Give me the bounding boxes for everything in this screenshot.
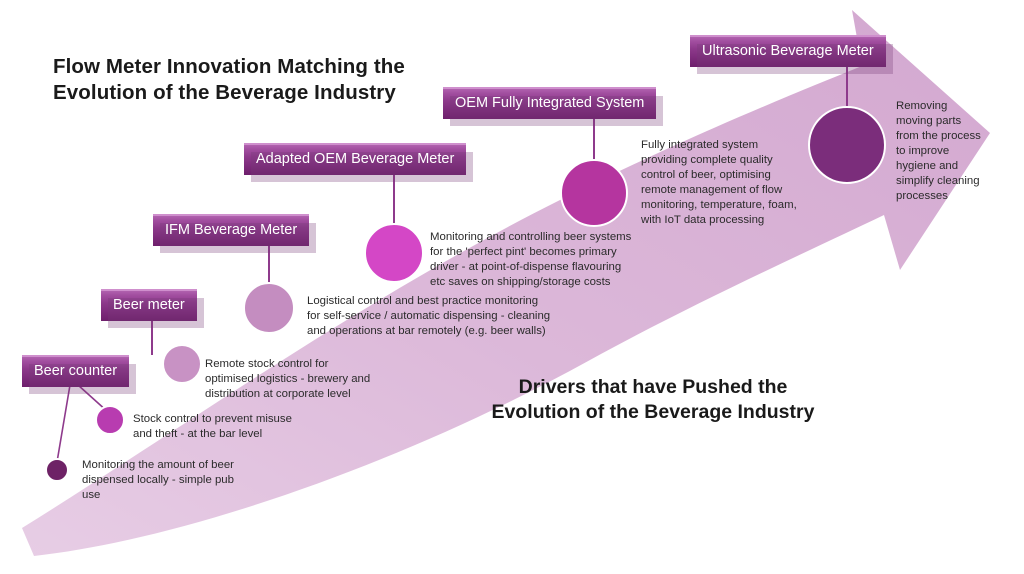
connector-stem-oem-fully-integrated — [593, 116, 595, 164]
arrow-band-shape — [22, 10, 990, 556]
stage-description-stock-control: Stock control to prevent misuse and thef… — [133, 413, 292, 440]
drivers-subtitle: Drivers that have Pushed the Evolution o… — [491, 376, 815, 423]
milestone-node-oem-fully-integrated-system[interactable] — [560, 159, 628, 227]
connector-stem-adapted-oem — [393, 172, 395, 228]
stage-description-adapted-oem-beverage-meter: Monitoring and controlling beer systems … — [430, 231, 632, 288]
stage-label-beer-counter[interactable]: Beer counter — [22, 355, 137, 393]
stage-label-ultrasonic-beverage-meter[interactable]: Ultrasonic Beverage Meter — [690, 35, 893, 73]
stage-label-beer-meter[interactable]: Beer meter — [101, 289, 204, 327]
stage-description-ultrasonic-beverage-meter: Removing moving parts from the process t… — [896, 100, 981, 202]
connector-stem-beer-meter — [151, 318, 153, 355]
stage-label-oem-fully-integrated-system[interactable]: OEM Fully Integrated System — [443, 87, 664, 125]
connector-stem-ultrasonic — [846, 64, 848, 109]
page-title: Flow Meter Innovation Matching the Evolu… — [53, 55, 405, 105]
connector-to-counter-node — [56, 384, 71, 463]
milestone-node-ultrasonic-beverage-meter[interactable] — [808, 106, 886, 184]
stage-label-adapted-oem-beverage-meter[interactable]: Adapted OEM Beverage Meter — [244, 143, 474, 181]
milestone-node-beer-meter[interactable] — [162, 344, 202, 384]
milestone-node-ifm-beverage-meter[interactable] — [243, 282, 295, 334]
stage-description-beer-meter: Remote stock control for optimised logis… — [205, 358, 371, 400]
milestone-node-adapted-oem-beverage-meter[interactable] — [364, 223, 424, 283]
connector-stem-ifm-beverage-meter — [268, 243, 270, 291]
stage-description-ifm-beverage-meter: Logistical control and best practice mon… — [307, 295, 551, 337]
milestone-node-beer-counter[interactable] — [45, 458, 69, 482]
stage-description-oem-fully-integrated-system: Fully integrated system providing comple… — [641, 139, 797, 226]
stage-label-ifm-beverage-meter[interactable]: IFM Beverage Meter — [153, 214, 317, 252]
stage-description-beer-counter: Monitoring the amount of beer dispensed … — [82, 459, 234, 501]
milestone-node-stock-control[interactable] — [95, 405, 125, 435]
